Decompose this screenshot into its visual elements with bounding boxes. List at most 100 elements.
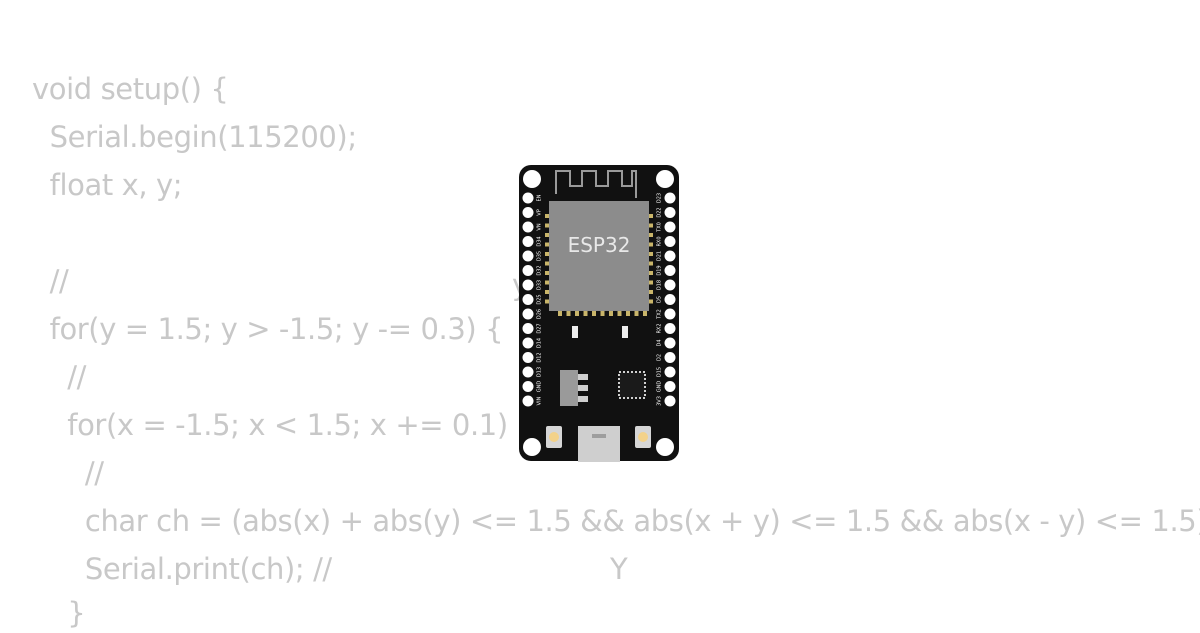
header-pin[interactable] [522,221,534,233]
header-pin[interactable] [664,250,676,262]
module-pin [545,252,549,256]
pin-label: D18 [657,280,663,290]
header-pin[interactable] [664,366,676,378]
header-pin[interactable] [522,366,534,378]
code-line: Serial.print(ch); // [32,552,332,586]
code-line: // [32,360,87,394]
header-pin[interactable] [664,308,676,320]
mounting-hole [523,170,541,188]
pin-label: EN [537,194,543,201]
module-pin [649,271,653,275]
pin-label: D12 [537,352,543,362]
left-header: ENVPVND34D35D32D33D25D26D27D14D12D13GNDV… [522,192,543,407]
pin-label: D14 [537,338,543,348]
stray-Y-mark: Y [610,552,628,586]
pin-label: GND [537,381,543,393]
module-pin [545,242,549,247]
header-pin[interactable] [522,236,534,247]
module-pin [609,311,613,316]
smd-component [572,326,578,338]
pin-label: TX2 [657,309,663,320]
module-pin [617,311,622,316]
module-pin [575,311,579,316]
header-pin[interactable] [522,279,534,291]
module-pin [643,311,647,316]
chip-label: ESP32 [568,233,631,257]
header-pin[interactable] [664,395,676,407]
pin-label: D2 [657,354,663,361]
header-pin[interactable] [522,381,534,392]
header-pin[interactable] [664,279,676,291]
header-pin[interactable] [664,337,676,349]
rf-shield [549,201,649,311]
module-pin [649,299,653,304]
header-pin[interactable] [664,294,676,305]
voltage-regulator [560,370,588,406]
header-pin[interactable] [522,265,534,276]
pin-label: D35 [537,251,543,261]
header-pin[interactable] [522,192,534,204]
pin-label: D22 [657,207,663,217]
module-pin [649,214,653,218]
esp32-board[interactable]: ESP32 ENVPVND34D35D32D33D25D26D27D14D12D… [518,164,680,464]
header-pin[interactable] [522,337,534,349]
header-pin[interactable] [522,323,534,334]
module-pin [649,290,653,294]
module-pin [545,261,549,266]
code-line: for(x = -1.5; x < 1.5; x += 0.1) { [32,408,535,442]
pin-label: D5 [657,296,663,303]
module-pin [545,280,549,285]
code-line: } [32,596,86,630]
module-pin [649,261,653,266]
header-pin[interactable] [664,236,676,247]
usb-connector[interactable] [578,426,620,462]
module-pin [634,311,639,316]
module-pin [649,280,653,285]
pin-label: D34 [537,236,543,246]
mounting-hole [523,438,541,456]
header-pin[interactable] [664,265,676,276]
pin-label: D13 [537,367,543,377]
pin-label: 3V3 [657,396,663,406]
header-pin[interactable] [522,395,534,407]
header-pin[interactable] [664,192,676,204]
header-pin[interactable] [664,207,676,218]
en-button[interactable] [546,426,562,448]
pin-label: D27 [537,323,543,333]
module-pins [545,214,653,316]
module-pin [649,252,653,256]
code-line: Serial.begin(115200); [32,120,357,154]
pin-label: RX2 [657,323,663,333]
module-pin [649,233,653,237]
module-pin [545,271,549,275]
header-pin[interactable] [522,294,534,305]
header-pin[interactable] [522,250,534,262]
code-line: void setup() { [32,72,229,106]
pin-label: D33 [537,280,543,290]
pin-label: D23 [657,193,663,203]
module-pin [545,290,549,294]
code-line: float x, y; [32,168,183,202]
pin-label: VN [537,223,543,230]
module-pin [649,242,653,247]
usb-serial-chip [618,371,646,399]
module-pin [545,299,549,304]
header-pin[interactable] [522,308,534,320]
header-pin[interactable] [664,352,676,363]
boot-button[interactable] [635,426,651,448]
pin-label: D21 [657,251,663,261]
header-pin[interactable] [664,323,676,334]
pin-label: D32 [537,265,543,275]
code-line: for(y = 1.5; y > -1.5; y -= 0.3) { [32,312,504,346]
module-pin [558,311,562,316]
module-pin [649,223,653,228]
module-pin [600,311,605,316]
code-line: // [32,264,69,298]
pin-label: D4 [657,339,663,346]
pin-label: RX0 [657,236,663,246]
header-pin[interactable] [664,381,676,392]
module-pin [545,223,549,228]
header-pin[interactable] [522,352,534,363]
header-pin[interactable] [522,207,534,218]
header-pin[interactable] [664,221,676,233]
